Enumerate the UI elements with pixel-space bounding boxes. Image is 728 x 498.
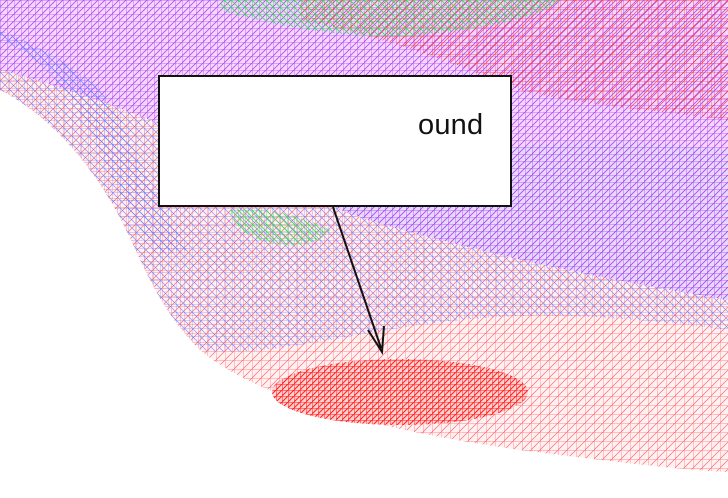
surface-green-patch <box>230 208 330 246</box>
highlight-region-mesh <box>272 359 528 425</box>
callout-label: ound <box>418 109 484 141</box>
callout-box: ound <box>158 75 512 207</box>
surface-top-mesh-green <box>220 0 560 37</box>
callout-arrow-line <box>332 206 382 349</box>
surface-left-blue-ridge <box>0 30 190 255</box>
callout-arrow-head <box>367 325 385 356</box>
